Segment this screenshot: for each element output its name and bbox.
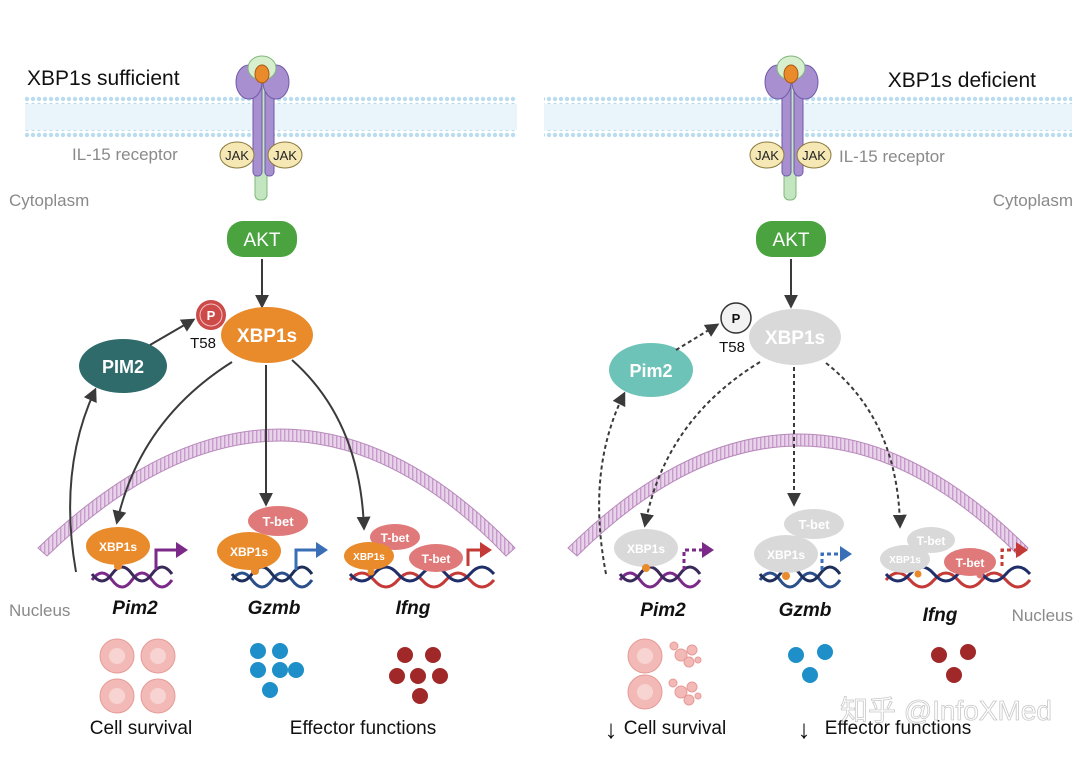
right-gene-pim2-dna (618, 542, 714, 589)
svg-text:JAK: JAK (802, 148, 826, 163)
left-gene-label-pim2: Pim2 (112, 598, 158, 619)
svg-text:P: P (207, 308, 216, 323)
svg-text:T-bet: T-bet (422, 552, 451, 566)
left-arrow-pim2-phospho (149, 318, 196, 346)
left-survival-cells (99, 638, 176, 714)
left-jak-left: JAK (219, 141, 255, 169)
svg-text:XBP1s: XBP1s (230, 545, 268, 559)
right-akt-node: AKT (756, 221, 826, 257)
right-phospho-badge: P (720, 302, 752, 334)
right-tf-tbet-gzmb: T-bet (784, 509, 844, 539)
right-arrow-pim2gene-pim2protein (598, 391, 626, 575)
right-apoptotic-cell-2 (668, 678, 702, 706)
svg-text:JAK: JAK (755, 148, 779, 163)
svg-text:XBP1s: XBP1s (353, 552, 385, 563)
left-title: XBP1s sufficient (27, 67, 180, 90)
left-gene-ifng-dna (348, 542, 496, 589)
right-arrow-xbp1s-ifng (825, 362, 907, 529)
left-gene-label-ifng: Ifng (396, 598, 431, 619)
right-tf-tbet-ifng-2: T-bet (944, 548, 996, 579)
right-outcome-survival: Cell survival (624, 718, 726, 739)
right-panel: JAK JAK XBP1s deficient IL-15 receptor C… (544, 55, 1073, 744)
svg-text:PIM2: PIM2 (102, 357, 144, 377)
right-tf-xbp1s-pim2: XBP1s (614, 529, 678, 572)
left-arrow-xbp1s-ifng (291, 359, 371, 531)
left-nucleus-label: Nucleus (9, 601, 70, 620)
svg-text:JAK: JAK (273, 148, 297, 163)
svg-text:T-bet: T-bet (956, 556, 985, 570)
right-t58-label: T58 (719, 339, 745, 356)
left-panel: JAK JAK XBP1s sufficient IL-15 receptor … (9, 55, 517, 739)
left-akt-node: AKT (227, 221, 297, 257)
left-tf-tbet-gzmb: T-bet (248, 506, 308, 536)
right-ifng-granules (931, 644, 976, 683)
left-granzyme-granules (250, 643, 304, 698)
left-t58-label: T58 (190, 335, 216, 352)
right-tf-tbet-ifng-1: T-bet (907, 527, 955, 553)
svg-text:XBP1s: XBP1s (627, 542, 665, 556)
left-gene-gzmb-dna (230, 542, 328, 589)
left-phospho-badge: P (196, 300, 226, 330)
left-ifng-granules (389, 647, 448, 704)
right-title: XBP1s deficient (888, 69, 1036, 92)
left-arrow-xbp1s-pim2 (112, 361, 233, 525)
left-tf-tbet-ifng-1: T-bet (370, 524, 420, 550)
right-jak-right: JAK (796, 141, 832, 169)
svg-text:AKT: AKT (244, 230, 281, 251)
svg-text:T-bet: T-bet (798, 517, 830, 532)
left-pim2-node: PIM2 (79, 339, 167, 393)
left-xbp1s-node: XBP1s (221, 307, 313, 363)
svg-text:JAK: JAK (225, 148, 249, 163)
right-tf-xbp1s-gzmb: XBP1s (754, 535, 818, 580)
right-pim2-node: Pim2 (609, 343, 693, 397)
right-outcome-effector: Effector functions (825, 718, 971, 739)
svg-text:T-bet: T-bet (917, 534, 946, 548)
svg-text:T-bet: T-bet (262, 514, 294, 529)
left-tf-xbp1s-pim2: XBP1s (86, 527, 150, 570)
right-decrease-arrow-effector: ↓ (798, 714, 811, 744)
right-gene-label-pim2: Pim2 (640, 600, 686, 621)
svg-text:XBP1s: XBP1s (237, 326, 297, 347)
svg-text:AKT: AKT (773, 230, 810, 251)
left-jak-right: JAK (267, 141, 303, 169)
watermark: 知乎 @InfoXMed (840, 695, 1052, 726)
right-membrane (544, 96, 1072, 138)
svg-text:T-bet: T-bet (381, 531, 410, 545)
left-cytoplasm-label: Cytoplasm (9, 191, 89, 210)
right-cytoplasm-label: Cytoplasm (993, 191, 1073, 210)
right-receptor-label: IL-15 receptor (839, 147, 945, 166)
right-gene-label-ifng: Ifng (923, 605, 958, 626)
right-gene-gzmb-dna (758, 546, 852, 589)
right-jak-left: JAK (749, 141, 785, 169)
left-tf-tbet-ifng-2: T-bet (409, 544, 463, 572)
right-apoptotic-cell-1 (669, 641, 702, 668)
right-gene-label-gzmb: Gzmb (779, 600, 832, 621)
right-tf-xbp1s-ifng: XBP1s (880, 545, 930, 578)
svg-text:P: P (732, 311, 741, 326)
left-tf-xbp1s-gzmb: XBP1s (217, 532, 281, 575)
left-tf-xbp1s-ifng: XBP1s (344, 542, 394, 576)
left-gene-label-gzmb: Gzmb (248, 598, 301, 619)
svg-text:XBP1s: XBP1s (767, 548, 805, 562)
left-arrow-pim2gene-pim2protein (69, 387, 97, 573)
right-arrow-pim2-phospho (675, 323, 720, 351)
svg-text:XBP1s: XBP1s (889, 555, 921, 566)
right-nucleus-label: Nucleus (1012, 606, 1073, 625)
left-gene-pim2-dna (90, 542, 188, 589)
right-decrease-arrow-survival: ↓ (605, 714, 618, 744)
svg-text:XBP1s: XBP1s (765, 328, 825, 349)
left-outcome-effector: Effector functions (290, 718, 436, 739)
svg-text:Pim2: Pim2 (629, 361, 672, 381)
right-survival-cells (627, 638, 702, 710)
left-outcome-survival: Cell survival (90, 718, 192, 739)
svg-text:XBP1s: XBP1s (99, 540, 137, 554)
left-receptor-label: IL-15 receptor (72, 145, 178, 164)
right-xbp1s-node: XBP1s (749, 309, 841, 365)
left-nuclear-envelope (37, 428, 516, 557)
right-granzyme-granules (788, 644, 833, 683)
